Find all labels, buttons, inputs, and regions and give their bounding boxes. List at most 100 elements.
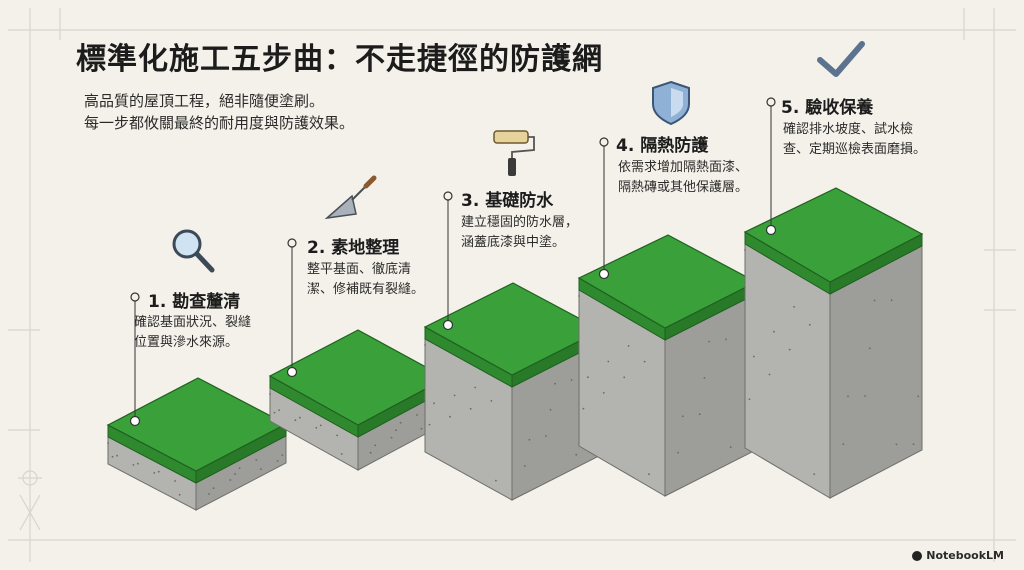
step-4-leader-base-dot (598, 268, 610, 280)
concrete-speckle (648, 473, 650, 476)
concrete-speckle (703, 377, 706, 379)
step-3-desc-line-1: 建立穩固的防水層， (461, 215, 579, 230)
concrete-speckle (890, 299, 893, 302)
concrete-speckle (424, 344, 426, 346)
magnifier-icon (172, 229, 215, 273)
concrete-speckle (793, 306, 795, 308)
concrete-speckle (813, 473, 816, 475)
step-2-block (268, 329, 448, 471)
concrete-speckle (212, 487, 215, 489)
concrete-speckle (276, 460, 279, 462)
step-1-block (106, 377, 288, 511)
step-2-desc-line-2: 潔、修補既有裂縫。 (307, 282, 425, 297)
concrete-speckle (495, 479, 497, 482)
concrete-speckle (752, 355, 755, 358)
step-5-desc-line-2: 查、定期巡檢表面磨損。 (783, 142, 927, 157)
concrete-speckle (281, 454, 284, 456)
trowel-icon (324, 175, 377, 220)
concrete-speckle (399, 421, 402, 424)
concrete-speckle (390, 436, 393, 439)
step-icons (172, 41, 865, 273)
step-4-title: 4. 隔熱防護 (616, 136, 709, 156)
concrete-speckle (273, 411, 276, 414)
concrete-speckle (416, 414, 418, 416)
concrete-speckle (868, 347, 871, 350)
concrete-speckle (808, 323, 811, 326)
leader-lines (129, 97, 777, 427)
concrete-speckle (773, 330, 775, 333)
concrete-speckle (623, 376, 626, 379)
concrete-speckle (842, 443, 845, 445)
concrete-speckle (788, 348, 791, 351)
concrete-speckle (627, 345, 630, 347)
concrete-speckle (153, 472, 156, 474)
concrete-speckle (255, 459, 258, 461)
steps-blocks (106, 187, 924, 511)
concrete-speckle (208, 493, 210, 495)
concrete-speckle (395, 429, 397, 432)
subtitle-line-1: 高品質的屋頂工程，絕非隨便塗刷。 (84, 92, 325, 110)
concrete-speckle (299, 416, 301, 419)
concrete-speckle (107, 442, 109, 444)
concrete-speckle (490, 400, 493, 402)
concrete-speckle (157, 470, 160, 473)
concrete-speckle (474, 386, 477, 389)
page-title: 標準化施工五步曲：不走捷徑的防護網 (76, 42, 603, 77)
step-5-block (743, 187, 924, 499)
concrete-speckle (449, 415, 451, 418)
concrete-speckle (643, 360, 646, 363)
concrete-speckle (178, 493, 181, 496)
concrete-speckle (575, 453, 578, 456)
concrete-speckle (433, 402, 435, 405)
concrete-speckle (260, 468, 262, 470)
concrete-speckle (698, 413, 701, 416)
concrete-speckle (578, 295, 580, 297)
concrete-speckle (708, 340, 710, 343)
background-frame (8, 8, 1016, 562)
checkmark-icon (817, 41, 865, 77)
step-5-leader-top-dot (766, 97, 776, 107)
step-3-title: 3. 基礎防水 (461, 191, 554, 211)
concrete-speckle (917, 395, 920, 398)
concrete-speckle (677, 451, 679, 454)
step-2-desc-line-1: 整平基面、徹底清 (307, 262, 412, 277)
concrete-speckle (744, 249, 746, 251)
concrete-speckle (554, 382, 556, 385)
step-5-title: 5. 驗收保養 (781, 98, 874, 118)
concrete-speckle (768, 373, 771, 376)
step-3-leader-top-dot (443, 191, 453, 201)
concrete-speckle (607, 360, 610, 363)
concrete-speckle (294, 419, 297, 422)
concrete-speckle (873, 299, 876, 302)
brand-logo-icon (912, 550, 923, 561)
concrete-speckle (369, 451, 372, 454)
step-4-desc-line-1: 依需求增加隔熱面漆、 (618, 160, 749, 175)
concrete-speckle (582, 407, 585, 410)
brand-name: NotebookLM (926, 549, 1004, 562)
step-2-leader-base-dot (286, 366, 298, 378)
step-3-leader-base-dot (442, 319, 454, 331)
concrete-speckle (602, 392, 605, 394)
step-2-title: 2. 素地整理 (307, 238, 400, 258)
concrete-speckle (587, 376, 589, 379)
concrete-speckle (864, 395, 866, 397)
step-1-desc-line-1: 確認基面狀況、裂縫 (134, 315, 252, 330)
concrete-speckle (336, 434, 338, 437)
step-3-block (423, 282, 603, 501)
concrete-speckle (234, 473, 236, 475)
concrete-speckle (137, 462, 139, 465)
shield-icon (652, 80, 690, 126)
step-4-desc-line-2: 隔熱磚或其他保護層。 (618, 180, 749, 195)
brand-mark: NotebookLM (912, 549, 1004, 562)
concrete-speckle (725, 338, 727, 341)
step-5-leader-base-dot (765, 224, 777, 236)
concrete-speckle (111, 455, 114, 458)
concrete-speckle (116, 454, 118, 457)
concrete-speckle (528, 438, 531, 441)
step-1-title: 1. 勘查釐清 (148, 292, 241, 312)
step-1-desc-line-2: 位置與滲水來源。 (134, 335, 239, 350)
concrete-speckle (453, 394, 456, 397)
step-3-desc-line-2: 涵蓋底漆與中塗。 (461, 235, 566, 250)
subtitle-line-2: 每一步都攸關最終的耐用度與防護效果。 (84, 114, 355, 132)
